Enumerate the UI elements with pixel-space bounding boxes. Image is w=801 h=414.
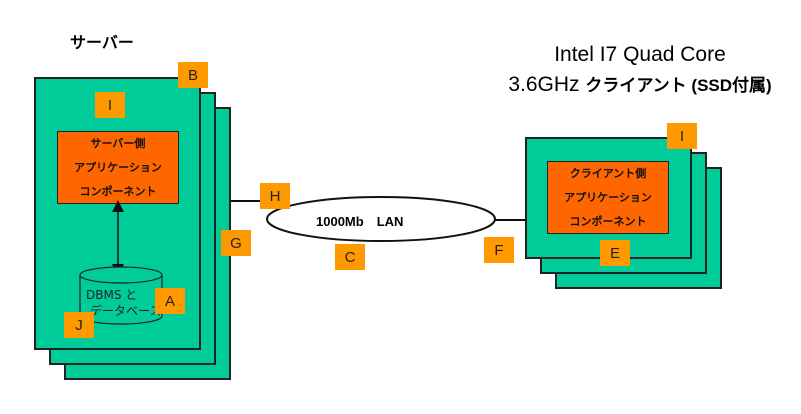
tag-a: A — [155, 288, 185, 314]
tag-c: C — [335, 244, 365, 270]
server-component: サーバー側 アプリケーション コンポーネント — [57, 131, 179, 204]
db-label-line: データベース — [90, 304, 162, 318]
lan-label: 1000Mb LAN — [316, 214, 404, 229]
tag-e: E — [600, 240, 630, 266]
tag-f: F — [484, 237, 514, 263]
tag-j: J — [64, 312, 94, 338]
client-title: Intel I7 Quad Core 3.6GHz クライアント (SSD付属) — [470, 40, 801, 101]
client-title-line1: Intel I7 Quad Core — [554, 43, 726, 66]
database-top — [79, 266, 163, 284]
client-title-line2: 3.6GHz クライアント (SSD付属) — [470, 70, 801, 101]
client-component-line: アプリケーション — [564, 190, 652, 204]
client-component-line: クライアント側 — [569, 166, 647, 180]
db-label-line: DBMS と — [86, 288, 138, 302]
server-title: サーバー — [70, 33, 134, 52]
tag-b: B — [178, 62, 208, 88]
tag-i-server: I — [95, 92, 125, 118]
tag-g: G — [221, 230, 251, 256]
lan-ellipse — [266, 196, 496, 242]
client-label: クライアント (SSD付属) — [585, 76, 772, 95]
tag-i-client: I — [667, 123, 697, 149]
client-component-line: コンポーネント — [569, 214, 647, 228]
tag-h: H — [260, 183, 290, 209]
server-component-line: サーバー側 — [90, 136, 146, 150]
client-spec: 3.6GHz — [508, 73, 580, 96]
server-component-line: アプリケーション — [74, 160, 162, 174]
client-component: クライアント側 アプリケーション コンポーネント — [547, 161, 669, 234]
db-label: DBMS と データベース — [86, 287, 161, 319]
server-component-line: コンポーネント — [79, 184, 157, 198]
